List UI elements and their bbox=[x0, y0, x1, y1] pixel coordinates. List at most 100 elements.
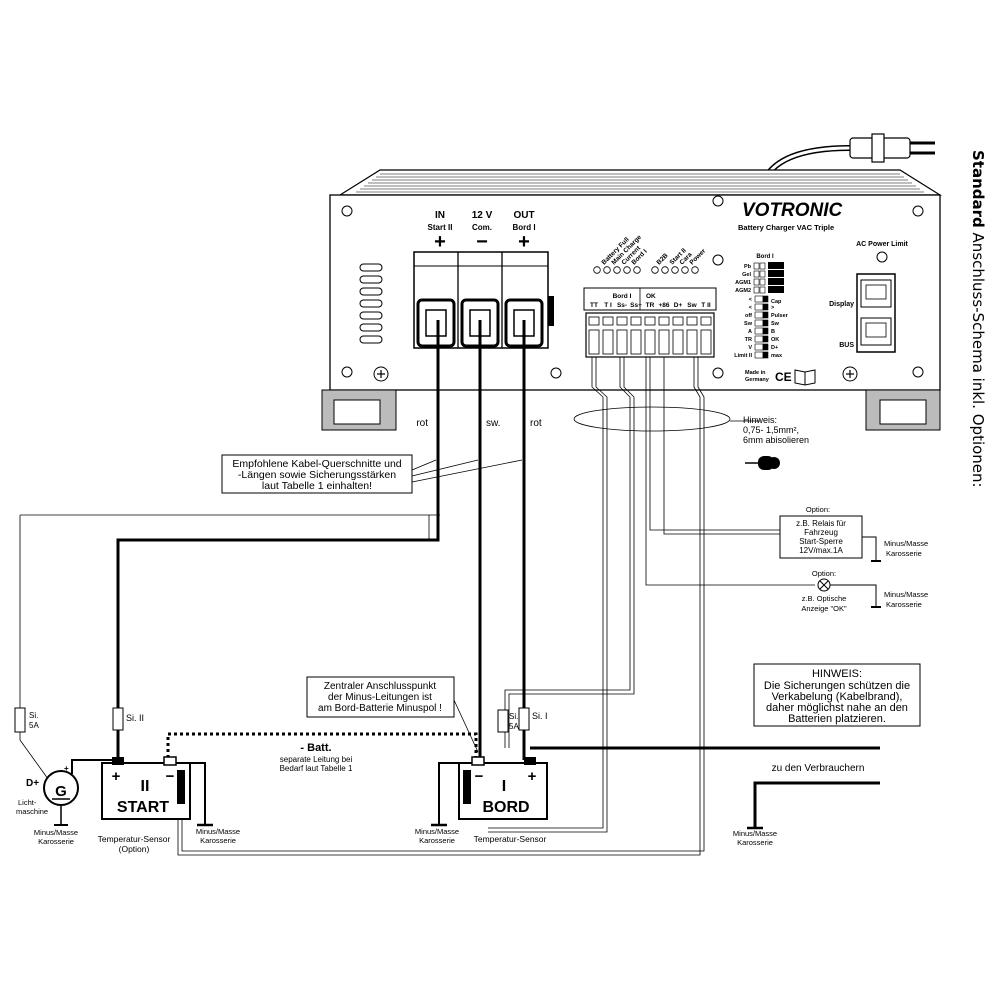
out-plus: + bbox=[518, 231, 530, 253]
term-dplus: D+ bbox=[674, 302, 683, 309]
bord-row-1: Gel bbox=[742, 272, 751, 278]
relay-box bbox=[779, 515, 863, 559]
stripped-wire-icon bbox=[745, 456, 780, 470]
dip-switch-block bbox=[754, 295, 769, 359]
control-wires bbox=[19, 357, 815, 856]
dip-right-4: B bbox=[771, 329, 775, 335]
relay-masse: Minus/Masse bbox=[884, 539, 928, 548]
dip-left-7: Limit II bbox=[734, 353, 752, 359]
dip-left-3: Sw bbox=[744, 321, 753, 327]
bord-karosserie: Karosserie bbox=[419, 836, 455, 845]
dip-right-6: D+ bbox=[771, 345, 778, 351]
out-sub: Bord I bbox=[512, 223, 535, 232]
main-cables bbox=[116, 320, 880, 828]
batt-l1: separate Leitung bei bbox=[280, 755, 353, 764]
screw-icons bbox=[341, 195, 924, 382]
control-terminal-strip bbox=[583, 287, 717, 358]
germany-label: Germany bbox=[745, 377, 770, 383]
bord-plus: + bbox=[528, 768, 537, 785]
dip-right-0: Cap bbox=[771, 299, 782, 305]
relay-l3: Start-Sperre bbox=[799, 537, 843, 546]
bord-volt-3: 14,4 V bbox=[769, 288, 784, 294]
bord-volt-2: 14,4 V bbox=[769, 280, 784, 286]
generator-g: G bbox=[55, 783, 67, 800]
term-tt: TT bbox=[590, 302, 598, 309]
led-indicators bbox=[593, 266, 699, 274]
fuse1-si: Si. bbox=[29, 711, 38, 720]
lamp-icon bbox=[817, 578, 831, 592]
start-plus: + bbox=[112, 768, 121, 785]
licht-l2: maschine bbox=[16, 807, 48, 816]
fuse3-5a: 5A bbox=[509, 722, 519, 731]
hinweis2-l2: Verkabelung (Kabelbrand), bbox=[772, 691, 903, 703]
bord-masse: Minus/Masse bbox=[415, 827, 459, 836]
relay-l4: 12V/max.1A bbox=[799, 546, 843, 555]
hinweis2-title: HINWEIS: bbox=[812, 668, 862, 680]
verbr-karosserie: Karosserie bbox=[737, 838, 773, 847]
com-sub: Com. bbox=[472, 223, 492, 232]
dip-left-6: V bbox=[748, 345, 752, 351]
bord-row-2: AGM1 bbox=[735, 280, 751, 286]
dip-left-4: A bbox=[748, 329, 752, 335]
power-terminal-block bbox=[413, 251, 554, 349]
dip-left-0: < bbox=[749, 297, 752, 303]
hinweis-line1: 0,75- 1,5mm², bbox=[743, 425, 799, 435]
dip-right-1: > bbox=[771, 305, 774, 311]
term-ss-minus: Ss- bbox=[617, 302, 627, 309]
out-label: OUT bbox=[513, 210, 534, 221]
term-group-ok: OK bbox=[646, 293, 656, 300]
gen-masse: Minus/Masse bbox=[34, 828, 78, 837]
com-minus: − bbox=[476, 231, 488, 253]
licht-l1: Licht- bbox=[18, 798, 37, 807]
start-minus: − bbox=[166, 768, 175, 785]
dip-left-5: TR bbox=[745, 337, 752, 343]
bord-temp-sensor bbox=[463, 770, 471, 804]
start-masse: Minus/Masse bbox=[196, 827, 240, 836]
start-battery bbox=[101, 762, 191, 820]
bord-name: BORD bbox=[482, 799, 529, 816]
temp-opt-l2: (Option) bbox=[119, 844, 150, 854]
temp-opt-l1: Temperatur-Sensor bbox=[98, 834, 171, 844]
dip-right-5: OK bbox=[771, 337, 779, 343]
verbr-masse: Minus/Masse bbox=[733, 829, 777, 838]
batt-minus-dotted-wire bbox=[166, 732, 478, 758]
bord-num: I bbox=[502, 778, 506, 795]
term-86: +86 bbox=[658, 302, 669, 309]
ac-power-limit-knob bbox=[876, 251, 888, 263]
cable-label-rot2: rot bbox=[530, 418, 542, 429]
made-in-label: Made in bbox=[745, 370, 766, 376]
relay-l2: Fahrzeug bbox=[804, 528, 838, 537]
hinweis-line2: 6mm abisolieren bbox=[743, 435, 809, 445]
dplus-label: D+ bbox=[26, 778, 39, 789]
bord-row-0: Pb bbox=[744, 264, 752, 270]
term-ss-plus: Ss+ bbox=[630, 302, 642, 309]
kabel-note-l1: Empfohlene Kabel-Querschnitte und bbox=[232, 458, 401, 470]
start-num: II bbox=[141, 778, 150, 795]
start-name: START bbox=[117, 799, 169, 816]
gen-karosserie: Karosserie bbox=[38, 837, 74, 846]
zentral-note-box bbox=[306, 676, 455, 718]
display-label: Display bbox=[829, 301, 854, 308]
fuse3-si: Si. bbox=[509, 712, 518, 721]
hinweis2-box bbox=[753, 663, 921, 727]
bord-volt-0: 14,4 V bbox=[769, 264, 784, 270]
bus-label: BUS bbox=[839, 342, 854, 349]
dip-right-2: Pulser bbox=[771, 313, 789, 319]
brand-logo: VOTRONIC bbox=[742, 200, 843, 221]
fuse-si-i: Si. I bbox=[532, 711, 548, 721]
cable-bundle-ellipse bbox=[573, 406, 731, 432]
bord-table-title: Bord I bbox=[756, 254, 774, 260]
option1-label: Option: bbox=[806, 505, 830, 514]
hinweis2-l1: Die Sicherungen schützen die bbox=[764, 680, 910, 692]
in-plus: + bbox=[434, 231, 446, 253]
zentral-l3: am Bord-Batterie Minuspol ! bbox=[318, 703, 442, 714]
start-karosserie: Karosserie bbox=[200, 836, 236, 845]
com-label: 12 V bbox=[472, 210, 493, 221]
relay-l1: z.B. Relais für bbox=[796, 519, 846, 528]
hinweis2-l3: daher möglichst nahe an den bbox=[766, 702, 908, 714]
dip-right-3: Sw bbox=[771, 321, 780, 327]
lamp-masse: Minus/Masse bbox=[884, 590, 928, 599]
cable-label-rot1: rot bbox=[416, 418, 428, 429]
bord-volt-1: 13,9 V bbox=[769, 272, 784, 278]
cable-label-sw: sw. bbox=[486, 418, 500, 429]
